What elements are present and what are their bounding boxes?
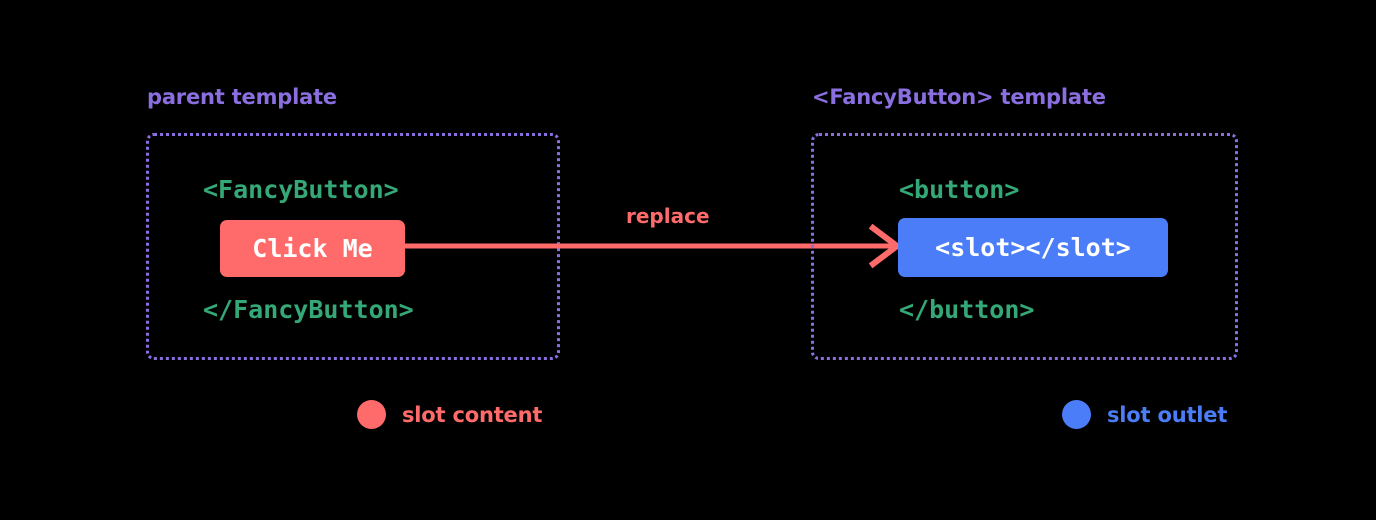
- legend-item-slot-outlet: slot outlet: [1062, 400, 1227, 429]
- code-close-tag-fancybutton: </FancyButton>: [203, 295, 414, 324]
- replace-arrow-label: replace: [626, 204, 710, 228]
- code-close-tag-button: </button>: [899, 295, 1035, 324]
- fancybutton-template-box: [811, 133, 1238, 360]
- code-open-tag-fancybutton: <FancyButton>: [203, 175, 399, 204]
- code-open-tag-button: <button>: [899, 175, 1020, 204]
- legend-dot-icon-slot-outlet: [1062, 400, 1091, 429]
- legend-label-slot-outlet: slot outlet: [1107, 402, 1228, 427]
- replace-arrow-icon: [396, 223, 902, 269]
- replace-arrow-group: replace: [396, 200, 916, 295]
- legend-dot-icon-slot-content: [357, 400, 386, 429]
- panel-title-parent-template: parent template: [147, 85, 337, 109]
- slot-content-chip[interactable]: Click Me: [220, 220, 405, 277]
- legend-item-slot-content: slot content: [357, 400, 542, 429]
- slot-outlet-chip[interactable]: <slot></slot>: [898, 218, 1168, 277]
- legend-label-slot-content: slot content: [402, 402, 543, 427]
- panel-title-fancybutton-template: <FancyButton> template: [812, 85, 1106, 109]
